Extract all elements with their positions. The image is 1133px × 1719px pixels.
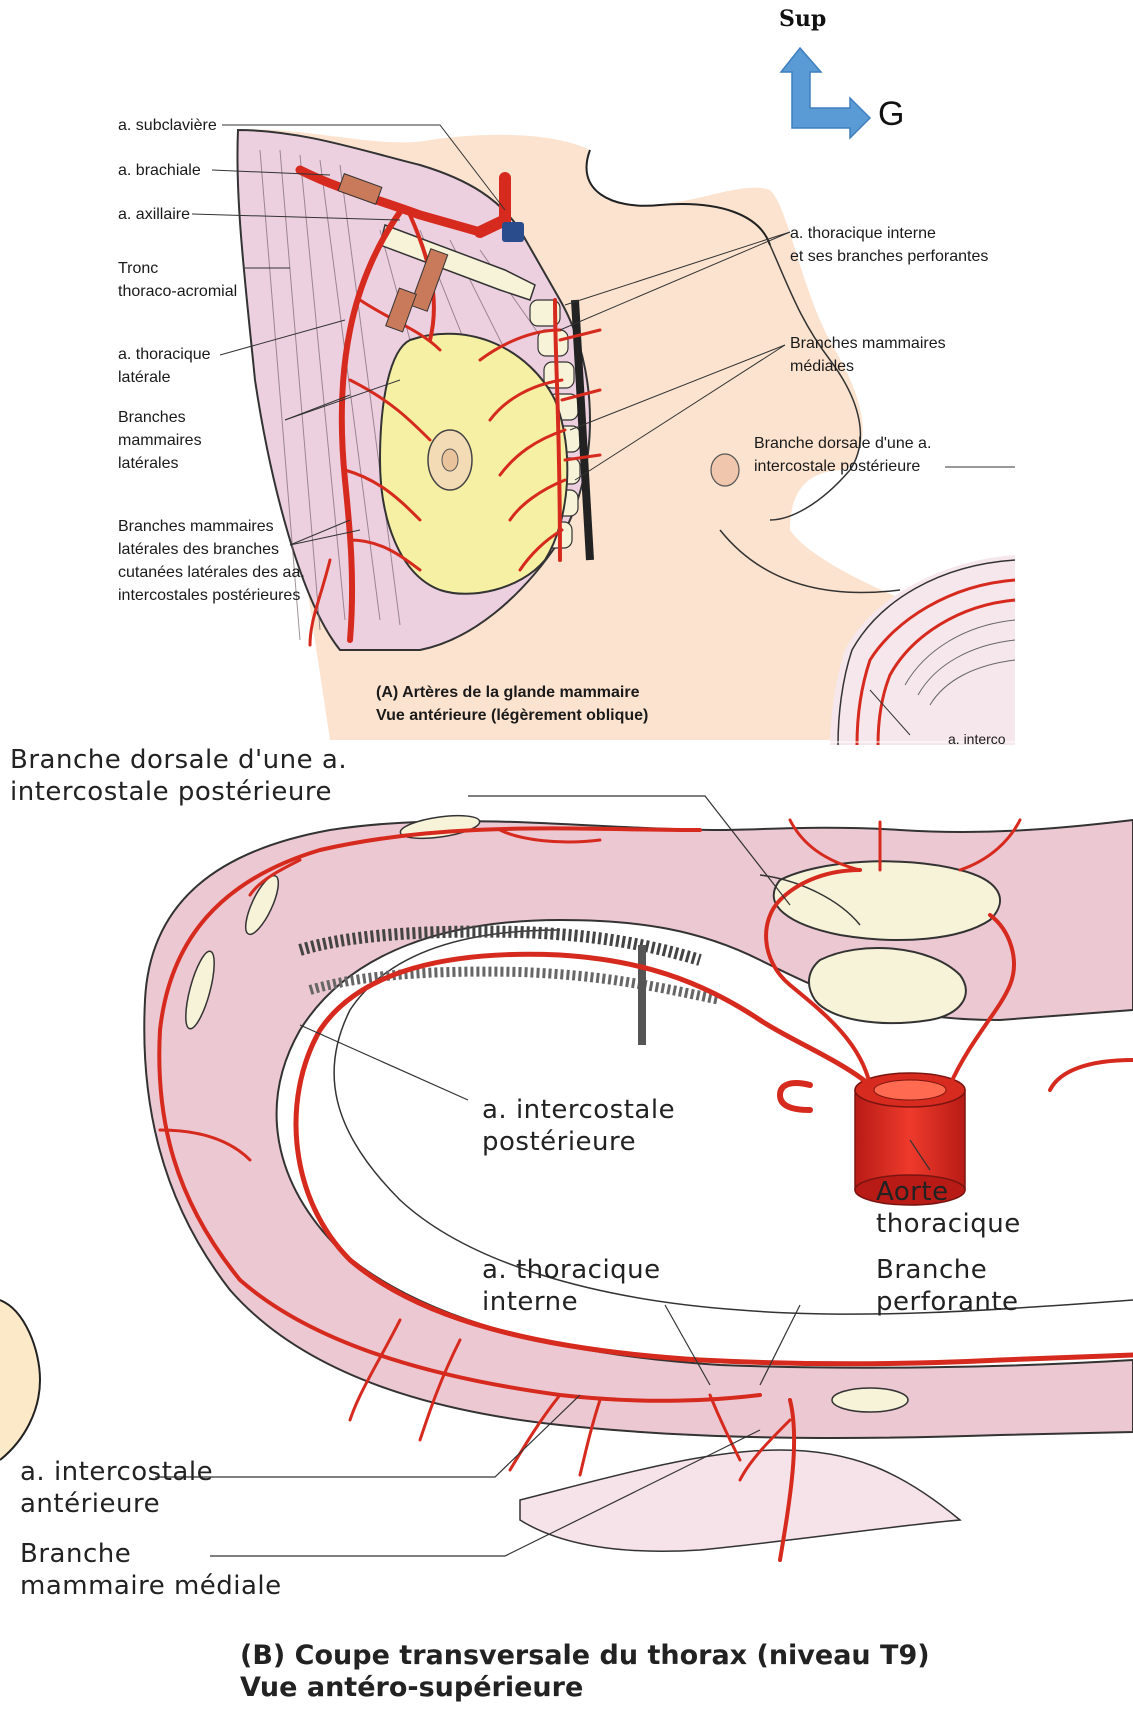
caption-panel-b: (B) Coupe transversale du thorax (niveau…	[240, 1640, 930, 1704]
label-b-thoracique-interne: a. thoracique interne	[482, 1254, 661, 1318]
label-a-branche-dorsale: Branche dorsale d'une a. intercostale po…	[754, 432, 931, 478]
label-a-branches-mediales: Branches mammaires médiales	[790, 332, 946, 378]
label-a-brachiale: a. brachiale	[118, 159, 201, 182]
label-a-branches-intercostales: Branches mammaires latérales des branche…	[118, 515, 305, 607]
label-a-tronc-thoraco-acromial: Tronc thoraco-acromial	[118, 257, 237, 303]
label-a-thoracique-laterale: a. thoracique latérale	[118, 343, 211, 389]
label-b-intercostale-posterieure: a. intercostale postérieure	[482, 1094, 675, 1158]
label-a-axillaire: a. axillaire	[118, 203, 190, 226]
caption-panel-a: (A) Artères de la glande mammaire Vue an…	[376, 681, 648, 727]
orientation-sup-label: Sup	[779, 6, 826, 32]
panel-a-inset	[820, 542, 1015, 745]
label-b-intercostale-anterieure: a. intercostale antérieure	[20, 1456, 213, 1520]
label-b-branche-perforante: Branche perforante	[876, 1254, 1019, 1318]
label-a-thoracique-interne: a. thoracique interne et ses branches pe…	[790, 222, 988, 268]
label-a-inset-crop: a. interco	[948, 728, 1006, 751]
orientation-arrow-icon	[781, 48, 870, 138]
label-b-aorte-thoracique: Aorte thoracique	[876, 1176, 1021, 1240]
label-a-branches-laterales: Branches mammaires latérales	[118, 406, 202, 475]
label-b-branche-mammaire-mediale: Branche mammaire médiale	[20, 1538, 282, 1602]
label-b-branche-dorsale: Branche dorsale d'une a. intercostale po…	[10, 744, 347, 808]
orientation-left-label: G	[878, 95, 904, 134]
label-a-subclaviere: a. subclavière	[118, 114, 217, 137]
